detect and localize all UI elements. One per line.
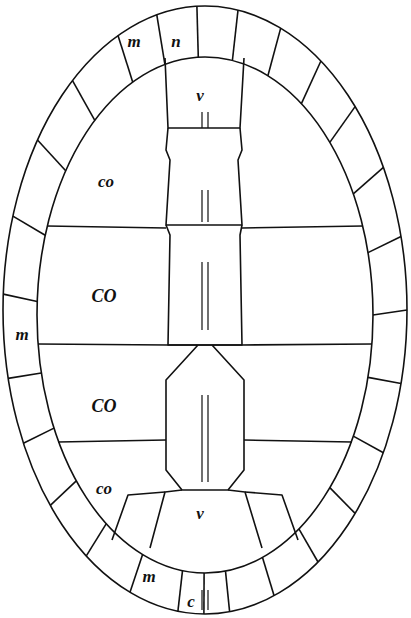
costal-division [47, 226, 166, 228]
marginal-division [23, 428, 54, 443]
costal-division [245, 492, 298, 540]
marginal-division [13, 216, 45, 235]
part-label: m [15, 326, 28, 343]
marginal-division [368, 377, 401, 383]
keel-lines [202, 112, 208, 610]
marginal-division [301, 61, 321, 104]
costal-division [242, 226, 363, 228]
marginal-division [268, 28, 281, 76]
marginal-division [226, 571, 230, 612]
marginal-division [8, 373, 41, 378]
marginal-division [3, 294, 37, 301]
part-label: CO [91, 397, 116, 415]
part-label: c [187, 593, 195, 610]
marginal-ring-inner [37, 57, 373, 573]
marginal-division [157, 15, 165, 65]
marginal-division [368, 237, 401, 253]
part-label: CO [91, 287, 116, 305]
marginal-divisions [3, 6, 407, 614]
costal-division [112, 492, 165, 540]
part-label: v [196, 87, 204, 104]
marginal-division [38, 140, 66, 171]
marginal-division [330, 488, 355, 514]
part-label: n [171, 33, 180, 50]
marginal-division [263, 557, 275, 595]
vertebral-scute [150, 490, 262, 548]
vertebral-scute [166, 225, 242, 345]
costal-division [38, 344, 168, 345]
marginal-division [330, 107, 355, 143]
vertebral-scute [166, 345, 244, 490]
costal-division [242, 344, 372, 345]
costal-division [58, 440, 166, 442]
marginal-division [130, 555, 143, 593]
part-label: co [98, 173, 114, 190]
part-label: m [142, 568, 155, 585]
marginal-division [203, 573, 205, 614]
marginal-division [50, 481, 76, 506]
part-label: v [196, 505, 204, 522]
carapace-outline [3, 6, 407, 614]
marginal-division [178, 571, 183, 612]
marginal-division [232, 10, 238, 60]
marginal-division [197, 6, 198, 57]
part-label: co [96, 480, 112, 497]
marginal-division [353, 167, 383, 194]
costal-division [244, 440, 352, 442]
vertebral-scute [165, 58, 244, 128]
marginal-division [86, 524, 106, 556]
marginal-division [73, 81, 95, 121]
vertebral-scute [166, 128, 242, 225]
marginal-division [299, 529, 318, 562]
marginal-division [353, 436, 383, 453]
marginal-division [373, 310, 407, 315]
part-label: m [127, 33, 140, 50]
